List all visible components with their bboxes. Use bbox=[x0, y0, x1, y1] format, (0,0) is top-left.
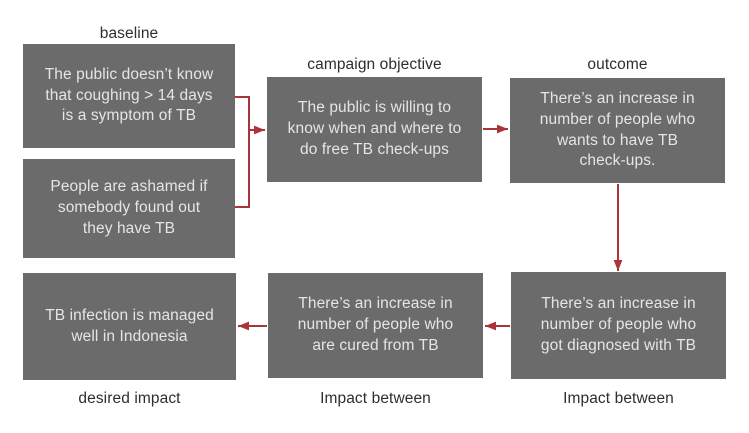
box-cured-text: There’s an increase in number of people … bbox=[297, 295, 454, 354]
box-desired-impact: TB infection is managed well in Indonesi… bbox=[23, 273, 236, 380]
box-desired-impact-text: TB infection is managed well in Indonesi… bbox=[45, 306, 214, 345]
baseline-merge-bracket bbox=[235, 96, 250, 208]
box-campaign-objective: The public is willing to know when and w… bbox=[267, 77, 482, 182]
label-outcome: outcome bbox=[587, 56, 648, 73]
box-diagnosed: There’s an increase in number of people … bbox=[511, 272, 726, 379]
box-outcome: There’s an increase in number of people … bbox=[510, 78, 725, 183]
box-outcome-text: There’s an increase in number of people … bbox=[539, 89, 696, 170]
box-baseline-1-text: The public doesn’t know that coughing > … bbox=[44, 65, 214, 125]
box-baseline-1: The public doesn’t know that coughing > … bbox=[23, 44, 235, 148]
label-impact-between-right: Impact between bbox=[563, 390, 674, 407]
label-impact-between-middle: Impact between bbox=[320, 390, 431, 407]
box-baseline-2-text: People are ashamed if somebody found out… bbox=[50, 178, 208, 237]
box-baseline-2: People are ashamed if somebody found out… bbox=[23, 159, 235, 258]
box-cured: There’s an increase in number of people … bbox=[268, 273, 483, 378]
label-campaign-objective: campaign objective bbox=[307, 56, 442, 73]
box-diagnosed-text: There’s an increase in number of people … bbox=[540, 295, 697, 354]
label-baseline: baseline bbox=[99, 25, 159, 42]
box-campaign-objective-text: The public is willing to know when and w… bbox=[287, 99, 462, 158]
label-desired-impact: desired impact bbox=[78, 390, 181, 407]
